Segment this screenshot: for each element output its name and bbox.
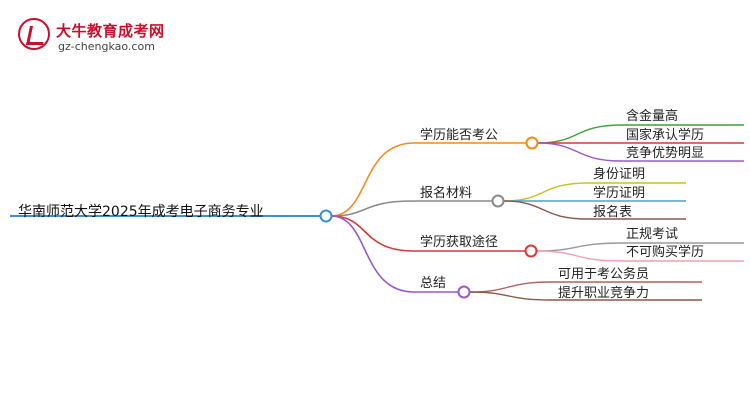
root-label: 华南师范大学2025年成考电子商务专业 <box>18 204 264 220</box>
leaf-connector <box>536 242 623 252</box>
leaf-connector <box>469 291 553 301</box>
leaf-connector <box>503 182 589 202</box>
leaf-label: 不可购买学历 <box>626 245 705 260</box>
leaf-label: 正规考试 <box>626 227 679 242</box>
branch-node[interactable] <box>491 194 505 208</box>
branch-connector <box>330 215 415 293</box>
leaf-label: 身份证明 <box>593 167 646 182</box>
leaf-connector <box>536 250 623 262</box>
branch-connector <box>330 200 415 217</box>
branch-connector <box>330 215 415 252</box>
logo-icon <box>18 18 50 50</box>
branch-label-exam: 学历能否考公 <box>420 128 499 143</box>
branch-node[interactable] <box>524 244 538 258</box>
leaf-label: 学历证明 <box>593 186 646 201</box>
leaf-connector <box>537 142 623 162</box>
branch-connector <box>330 142 415 217</box>
site-logo[interactable]: 大牛教育成考网 gz-chengkao.com <box>18 18 168 58</box>
leaf-label: 可用于考公务员 <box>558 267 650 282</box>
logo-title: 大牛教育成考网 <box>56 22 165 40</box>
branch-label-summary: 总结 <box>420 276 447 291</box>
leaf-connector <box>503 200 589 220</box>
leaf-label: 报名表 <box>593 205 633 220</box>
leaf-label: 竞争优势明显 <box>626 146 705 161</box>
branch-label-routes: 学历获取途径 <box>420 235 499 250</box>
leaf-label: 提升职业竞争力 <box>558 286 650 301</box>
branch-label-materials: 报名材料 <box>420 186 473 201</box>
root-node[interactable] <box>319 209 333 223</box>
leaf-label: 含金量高 <box>626 109 679 124</box>
branch-node[interactable] <box>525 136 539 150</box>
leaf-connector <box>537 124 623 144</box>
leaf-label: 国家承认学历 <box>626 128 705 143</box>
leaf-connector <box>469 281 553 293</box>
logo-url: gz-chengkao.com <box>58 40 155 53</box>
branch-node[interactable] <box>457 285 471 299</box>
